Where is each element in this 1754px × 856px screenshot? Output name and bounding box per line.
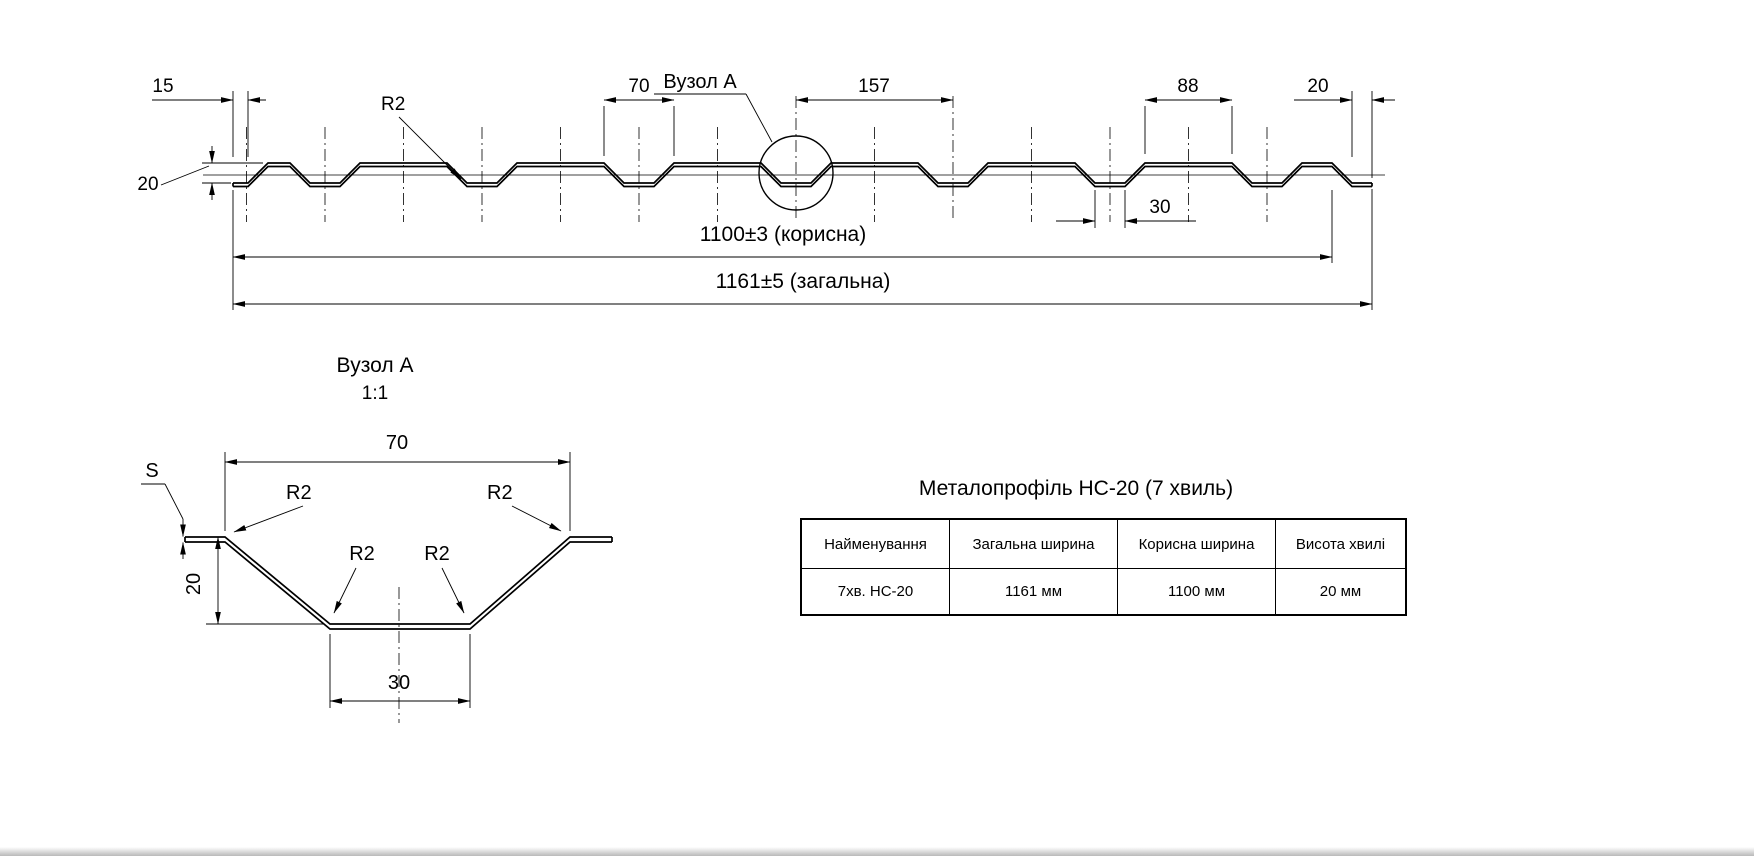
leader-line xyxy=(333,567,357,614)
spec-header-total-width: Загальна ширина xyxy=(949,518,1118,569)
dim-70-wave-top: 70 xyxy=(603,76,675,156)
detail-node-a: Вузол А 1:1 70 S R2 R2 R2 R2 xyxy=(141,354,613,723)
profile-centerlines xyxy=(246,96,1268,222)
leader-line xyxy=(233,505,304,533)
thickness-label: S xyxy=(145,460,158,482)
node-a-leader xyxy=(745,93,773,143)
detail-scale: 1:1 xyxy=(362,383,388,404)
dim-20-right-label: 20 xyxy=(1307,76,1328,97)
thickness-callout-s: S xyxy=(141,460,186,559)
dim-useful-width: 1100±3 (корисна) xyxy=(232,190,1333,263)
dim-157-label: 157 xyxy=(858,76,890,97)
detail-dim-70: 70 xyxy=(224,432,571,531)
detail-sheet-end-caps xyxy=(184,537,613,542)
r2-bottom-right-label: R2 xyxy=(424,543,450,565)
detail-dim-20: 20 xyxy=(183,536,324,625)
dim-15-left-lip: 15 xyxy=(152,76,266,157)
dim-20-right-lip: 20 xyxy=(1294,76,1395,178)
node-a-callout: Вузол А xyxy=(654,71,834,211)
spec-cell-useful-width: 1100 мм xyxy=(1117,568,1276,616)
detail-title: Вузол А xyxy=(337,354,414,377)
profile-end-caps xyxy=(232,183,1373,187)
bottom-edge-shadow xyxy=(0,847,1754,856)
dim-70-label: 70 xyxy=(628,76,649,97)
detail-dim-70-label: 70 xyxy=(386,432,408,454)
radius-callout-r2: R2 xyxy=(381,94,462,180)
dim-15-label: 15 xyxy=(152,76,173,97)
node-a-circle xyxy=(758,135,834,211)
dim-total-width: 1161±5 (загальна) xyxy=(232,189,1373,310)
r2-bottom-left-label: R2 xyxy=(349,543,375,565)
leader-line xyxy=(441,567,465,614)
detail-dim-30: 30 xyxy=(329,634,471,708)
spec-table-title: Металопрофіль НС-20 (7 хвиль) xyxy=(918,477,1234,500)
detail-dim-30-label: 30 xyxy=(388,672,410,694)
r2-top-right-label: R2 xyxy=(487,482,513,504)
spec-cell-name: 7хв. НС-20 xyxy=(800,568,950,616)
spec-table-header-row: Найменування Загальна ширина Корисна шир… xyxy=(800,518,1407,569)
dim-30-valley-bottom: 30 xyxy=(1056,190,1196,228)
spec-header-name: Найменування xyxy=(800,518,950,569)
detail-radius-callouts: R2 R2 R2 R2 xyxy=(233,482,562,614)
leader-line xyxy=(164,483,184,520)
spec-table: Найменування Загальна ширина Корисна шир… xyxy=(800,518,1407,616)
spec-cell-wave-height: 20 мм xyxy=(1275,568,1407,616)
dim-20-left-label: 20 xyxy=(137,174,158,195)
spec-header-wave-height: Висота хвилі xyxy=(1275,518,1407,569)
dim-157-pitch: 157 xyxy=(795,76,954,103)
profile-section xyxy=(203,162,1385,188)
detail-dim-20-label: 20 xyxy=(183,573,205,595)
leader-line xyxy=(511,505,562,532)
dim-88-flat: 88 xyxy=(1144,76,1233,154)
r2-label: R2 xyxy=(381,94,405,115)
dim-30-label: 30 xyxy=(1149,197,1170,218)
dim-20-left-height: 20 xyxy=(137,146,263,200)
node-a-label: Вузол А xyxy=(663,71,737,93)
detail-sheet-top-surface xyxy=(185,536,612,625)
dim-88-label: 88 xyxy=(1177,76,1198,97)
leader-line xyxy=(398,116,462,180)
r2-top-left-label: R2 xyxy=(286,482,312,504)
dim-useful-label: 1100±3 (корисна) xyxy=(700,223,866,246)
dim-total-label: 1161±5 (загальна) xyxy=(716,270,891,293)
leader-line xyxy=(160,165,210,186)
spec-table-data-row: 7хв. НС-20 1161 мм 1100 мм 20 мм xyxy=(800,568,1407,616)
detail-sheet-bottom-surface xyxy=(185,541,612,630)
spec-cell-total-width: 1161 мм xyxy=(949,568,1118,616)
spec-header-useful-width: Корисна ширина xyxy=(1117,518,1276,569)
profile-top-surface xyxy=(233,162,1372,184)
